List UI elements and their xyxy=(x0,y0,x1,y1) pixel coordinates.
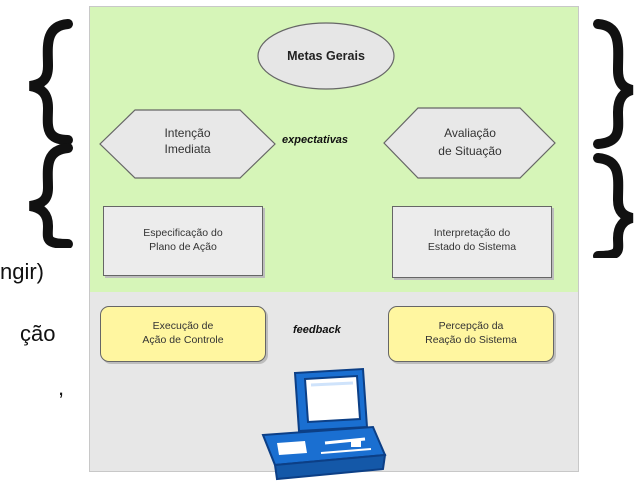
right-braces xyxy=(593,19,634,258)
interpretation-label-2: Estado do Sistema xyxy=(427,241,517,253)
intention-label-1: Intenção xyxy=(164,126,211,140)
expectations-label: expectativas xyxy=(282,134,349,146)
action-plan-label-1: Especificação do xyxy=(143,227,223,239)
partial-text-1: ngir) xyxy=(0,259,45,284)
computer-icon xyxy=(261,367,387,481)
evaluation-label-2: de Situação xyxy=(438,144,502,158)
action-plan-box xyxy=(103,206,263,276)
perception-label-1: Percepção da xyxy=(438,320,504,332)
perception-box xyxy=(388,306,554,362)
interpretation-label-1: Interpretação do xyxy=(433,227,511,239)
feedback-label: feedback xyxy=(293,324,341,336)
goals-label: Metas Gerais xyxy=(287,49,365,63)
execution-label-2: Ação de Controle xyxy=(142,334,224,346)
perception-label-2: Reação do Sistema xyxy=(425,334,517,346)
execution-label-1: Execução de xyxy=(152,320,214,332)
goals-ellipse xyxy=(257,22,395,90)
intention-label-2: Imediata xyxy=(164,142,211,156)
interpretation-box xyxy=(392,206,552,278)
evaluation-label-1: Avaliação xyxy=(444,126,496,140)
intention-hexagon xyxy=(99,109,276,179)
action-plan-label-2: Plano de Ação xyxy=(149,241,217,253)
execution-box xyxy=(100,306,266,362)
left-braces xyxy=(28,19,73,248)
partial-text-3: , xyxy=(58,375,65,400)
evaluation-hexagon xyxy=(383,107,556,179)
partial-text-2: ção xyxy=(20,321,56,346)
